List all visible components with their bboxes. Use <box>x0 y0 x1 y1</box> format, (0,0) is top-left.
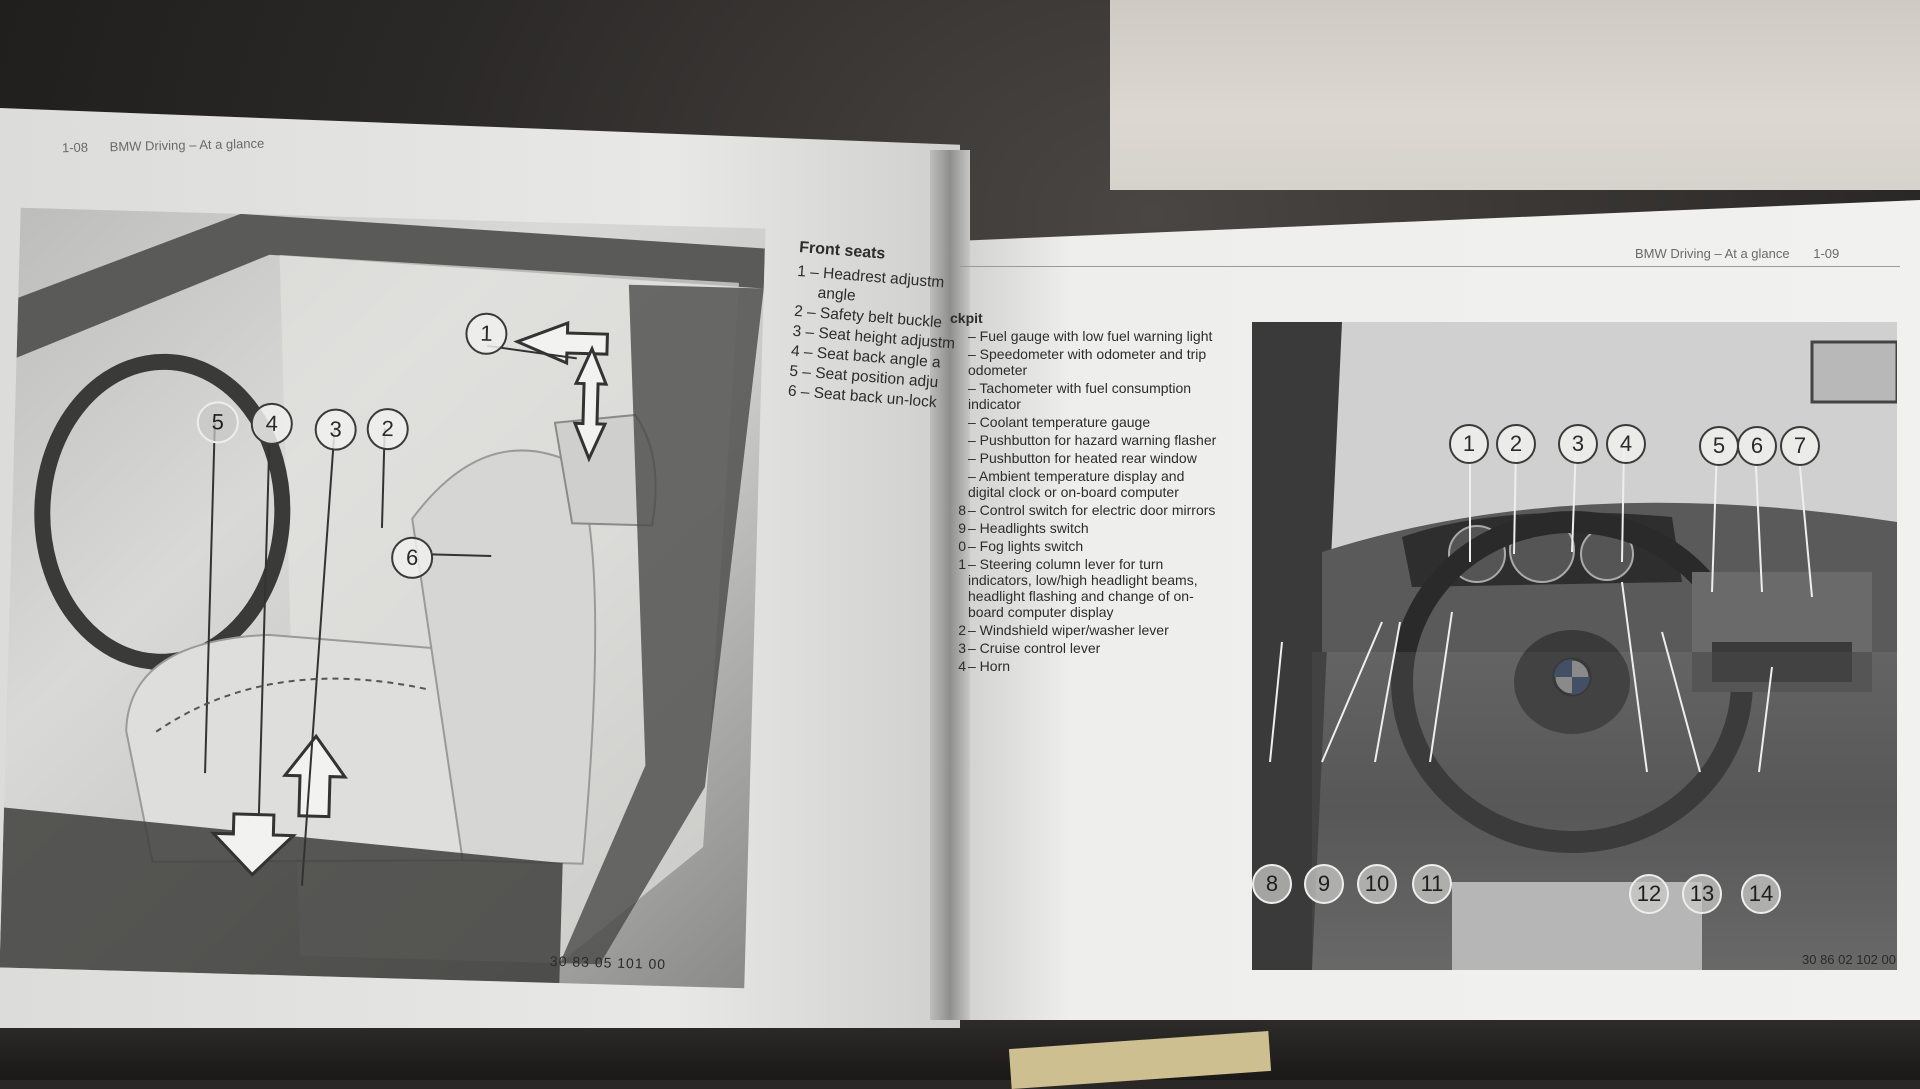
cockpit-item-text: – Windshield wiper/washer lever <box>968 622 1169 638</box>
cockpit-item: – Coolant temperature gauge <box>940 414 1220 430</box>
cockpit-item-text: – Steering column lever for turn indicat… <box>968 556 1198 620</box>
cockpit-item: 8– Control switch for electric door mirr… <box>940 502 1220 518</box>
cockpit-item-num: 1 <box>958 556 966 572</box>
cockpit-item-num: 2 <box>958 622 966 638</box>
cockpit-item-num <box>940 432 968 448</box>
front-seats-illustration <box>0 213 765 984</box>
cockpit-item-num: 4 <box>958 658 966 674</box>
cockpit-item-text: – Pushbutton for heated rear window <box>968 450 1197 466</box>
cockpit-item-text: – Speedometer with odometer and trip odo… <box>968 346 1207 378</box>
cockpit-item-text: – Pushbutton for hazard warning flasher <box>968 432 1217 448</box>
cockpit-item: 3– Cruise control lever <box>940 640 1220 656</box>
right-photo-code: 30 86 02 102 00 <box>1802 952 1896 967</box>
cockpit-item-num: 9 <box>958 520 966 536</box>
cockpit-callout-10: 10 <box>1357 864 1397 904</box>
right-header-rule <box>960 266 1900 267</box>
cockpit-item: 1– Steering column lever for turn indica… <box>940 556 1220 620</box>
cockpit-item-num: 8 <box>958 502 966 518</box>
right-page-number: 1-09 <box>1813 246 1840 261</box>
right-page-title: BMW Driving – At a glance <box>1635 246 1790 261</box>
cockpit-item: – Pushbutton for hazard warning flasher <box>940 432 1220 448</box>
cockpit-item-num <box>940 468 968 500</box>
cockpit-item-text: – Ambient temperature display and digita… <box>968 468 1185 500</box>
cockpit-callout-6: 6 <box>1737 426 1777 466</box>
cockpit-item-num: 0 <box>958 538 966 554</box>
background-wall <box>1110 0 1920 190</box>
cockpit-item-text: – Fog lights switch <box>968 538 1084 554</box>
cockpit-callout-3: 3 <box>1558 424 1598 464</box>
cockpit-item: – Ambient temperature display and digita… <box>940 468 1220 500</box>
cockpit-callout-1: 1 <box>1449 424 1489 464</box>
cockpit-callout-12: 12 <box>1629 874 1669 914</box>
cockpit-callout-13: 13 <box>1682 874 1722 914</box>
cockpit-item-num <box>940 450 968 466</box>
cockpit-item: – Tachometer with fuel consumption indic… <box>940 380 1220 412</box>
cockpit-item-text: – Horn <box>968 658 1011 674</box>
cockpit-title: ckpit <box>950 310 983 326</box>
cockpit-photo: 1 2 3 4 5 6 7 8 9 10 11 12 13 14 30 86 0… <box>1252 322 1897 970</box>
cockpit-item-text: – Tachometer with fuel consumption indic… <box>968 380 1192 412</box>
left-page-number: 1-08 <box>61 139 89 156</box>
cockpit-item-num <box>940 346 968 378</box>
left-photo-code: 30 83 05 101 00 <box>549 952 667 973</box>
cockpit-callout-4: 4 <box>1606 424 1646 464</box>
cockpit-item: 4– Horn <box>940 658 1220 674</box>
cockpit-item: 0– Fog lights switch <box>940 538 1220 554</box>
cockpit-item: – Fuel gauge with low fuel warning light <box>940 328 1220 344</box>
cockpit-item-num <box>940 328 968 344</box>
cockpit-item-text: – Coolant temperature gauge <box>968 414 1151 430</box>
cockpit-callout-9: 9 <box>1304 864 1344 904</box>
book-spine <box>930 150 970 1020</box>
cockpit-item: 2– Windshield wiper/washer lever <box>940 622 1220 638</box>
cockpit-item-text: – Headlights switch <box>968 520 1089 536</box>
cockpit-illustration <box>1252 322 1897 970</box>
cockpit-callout-8: 8 <box>1252 864 1292 904</box>
cockpit-callout-11: 11 <box>1412 864 1452 904</box>
front-seats-photo: 1 2 3 4 5 6 30 83 05 101 00 <box>0 207 766 989</box>
cockpit-callout-2: 2 <box>1496 424 1536 464</box>
cockpit-item-text: – Cruise control lever <box>968 640 1101 656</box>
cockpit-item-text: – Fuel gauge with low fuel warning light <box>968 328 1213 344</box>
cockpit-callout-5: 5 <box>1699 426 1739 466</box>
cockpit-item: – Pushbutton for heated rear window <box>940 450 1220 466</box>
cockpit-item-num: 3 <box>958 640 966 656</box>
cockpit-legend: ckpit – Fuel gauge with low fuel warning… <box>940 310 1220 676</box>
cockpit-item-num <box>940 380 968 412</box>
cockpit-item: – Speedometer with odometer and trip odo… <box>940 346 1220 378</box>
cockpit-item-text: – Control switch for electric door mirro… <box>968 502 1216 518</box>
cockpit-callout-7: 7 <box>1780 426 1820 466</box>
cockpit-item-num <box>940 414 968 430</box>
cockpit-item: 9– Headlights switch <box>940 520 1220 536</box>
right-page-header: BMW Driving – At a glance 1-09 <box>1635 246 1839 261</box>
cockpit-callout-14: 14 <box>1741 874 1781 914</box>
